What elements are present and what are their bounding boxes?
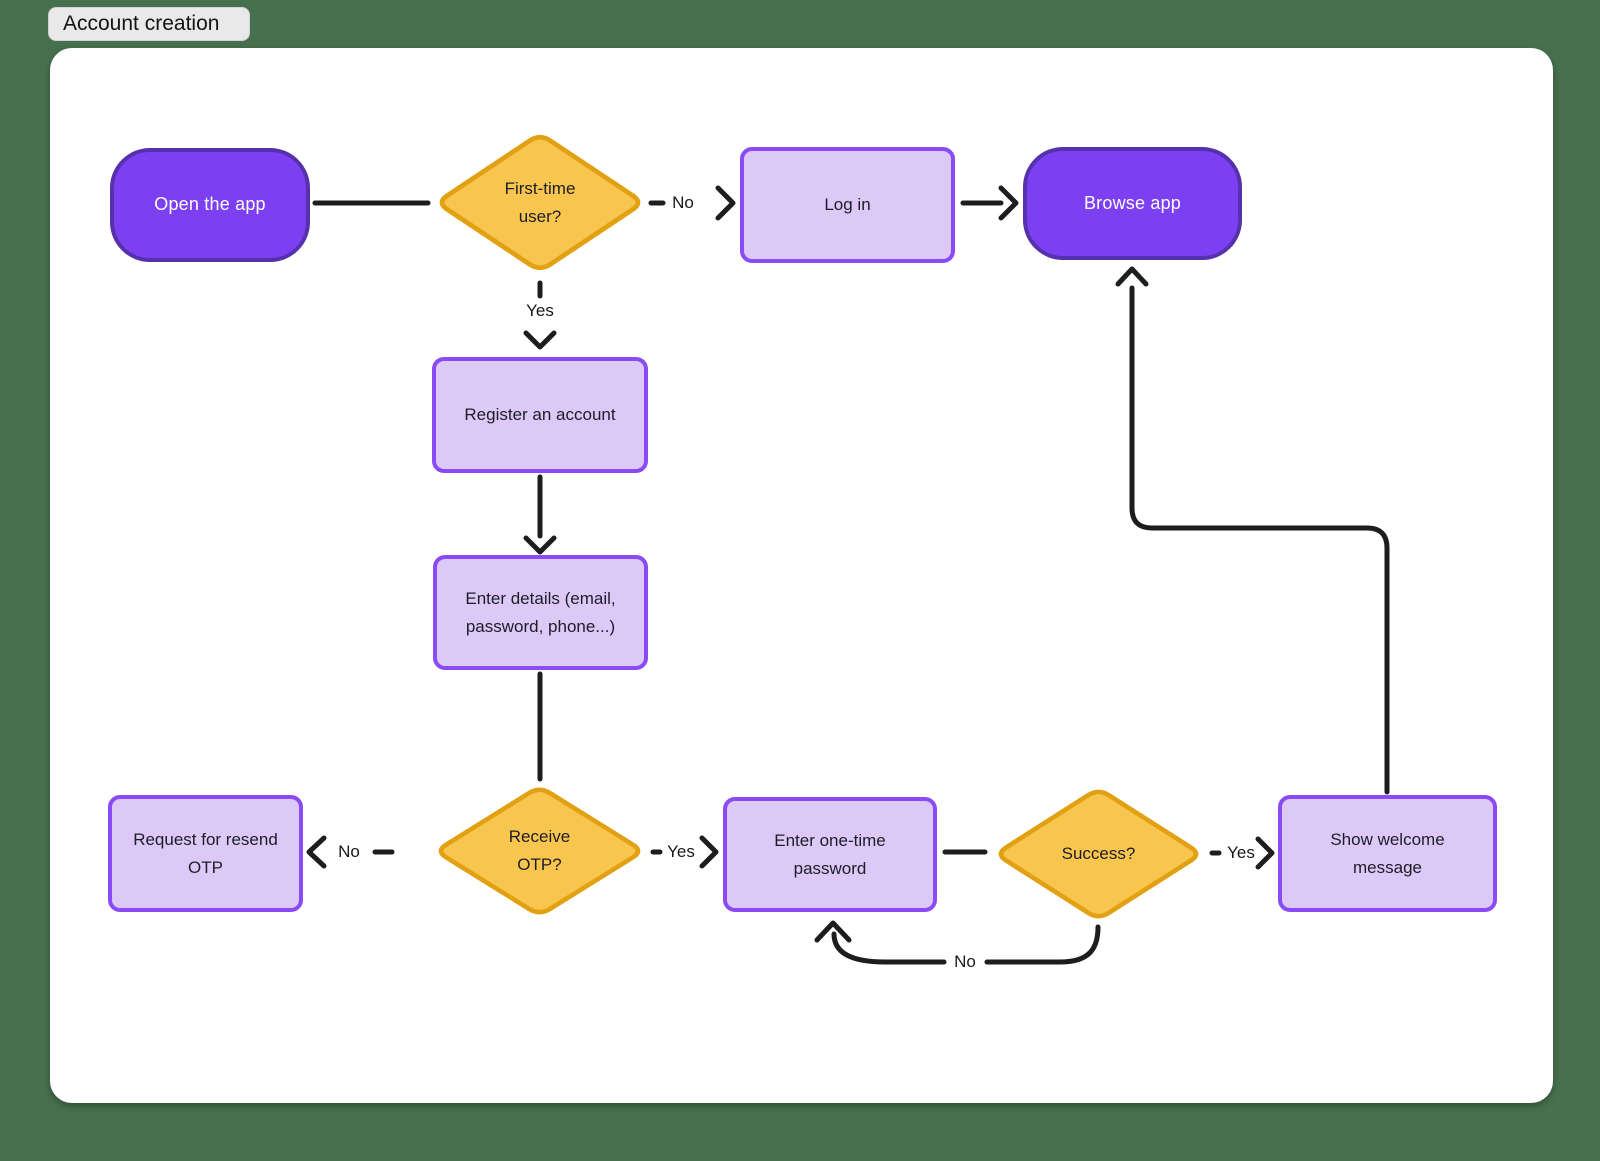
edge-label-first-time-no: No: [672, 193, 694, 212]
node-log-in-label: Log in: [824, 195, 871, 215]
diamond-shape: [439, 134, 641, 271]
diamond-shape: [998, 789, 1199, 919]
node-register-account[interactable]: Register an account: [432, 357, 648, 473]
node-success-label: Success?: [1061, 844, 1136, 864]
edge-label-receive-no: No: [338, 842, 360, 861]
edge-label-success-no: No: [954, 952, 976, 971]
diagram-tab[interactable]: Account creation: [48, 7, 250, 41]
node-open-the-app[interactable]: Open the app: [110, 148, 310, 262]
node-browse-app[interactable]: Browse app: [1023, 147, 1242, 260]
node-enter-details[interactable]: Enter details (email, password, phone...…: [433, 555, 648, 670]
node-first-time-user[interactable]: First-time user?: [433, 130, 647, 275]
edge-label-first-time-yes: Yes: [526, 301, 554, 320]
node-request-resend-otp-label: Request for resend OTP: [133, 829, 278, 877]
node-open-the-app-label: Open the app: [154, 194, 266, 215]
node-receive-otp-label: Receive OTP?: [508, 827, 571, 874]
node-show-welcome-message[interactable]: Show welcome message: [1278, 795, 1497, 912]
diamond-shape: [438, 787, 641, 915]
node-log-in[interactable]: Log in: [740, 147, 955, 263]
node-browse-app-label: Browse app: [1083, 192, 1182, 213]
edge-label-success-yes: Yes: [1227, 843, 1255, 862]
node-show-welcome-message-label: Show welcome message: [1330, 829, 1445, 877]
node-register-account-label: Register an account: [464, 405, 616, 425]
node-first-time-user-label: First-time user?: [504, 178, 576, 226]
node-enter-one-time-password[interactable]: Enter one-time password: [723, 797, 937, 912]
node-success[interactable]: Success?: [992, 785, 1205, 923]
diagram-tab-label: Account creation: [63, 12, 220, 35]
node-receive-otp[interactable]: Receive OTP?: [432, 783, 647, 919]
edge-label-receive-yes: Yes: [667, 842, 695, 861]
node-enter-details-label: Enter details (email, password, phone...…: [465, 588, 616, 636]
node-enter-one-time-password-label: Enter one-time password: [774, 830, 886, 878]
node-request-resend-otp[interactable]: Request for resend OTP: [108, 795, 303, 912]
